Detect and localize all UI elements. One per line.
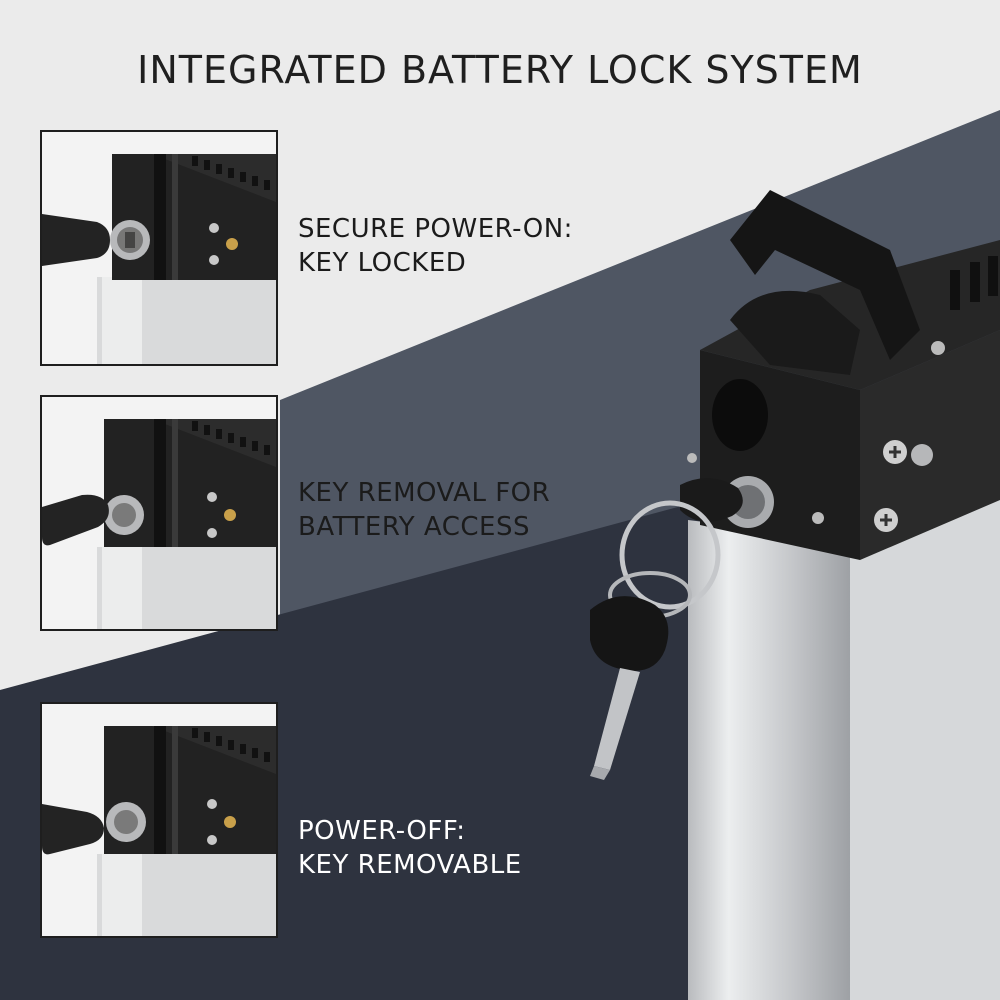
step-caption-key-removable: POWER-OFF: KEY REMOVABLE: [298, 814, 522, 882]
battery-with-key-icon: [590, 190, 1000, 1000]
step-image-key-removable: [40, 702, 278, 938]
step-caption-line: KEY REMOVAL FOR: [298, 478, 551, 508]
step-caption-line: KEY LOCKED: [298, 248, 467, 278]
step-caption-line: POWER-OFF:: [298, 816, 466, 846]
step-caption-key-locked: SECURE POWER-ON: KEY LOCKED: [298, 212, 573, 280]
step-image-key-removal: [40, 395, 278, 631]
battery-key-locked-icon: [42, 132, 276, 364]
battery-key-removable-icon: [42, 704, 276, 936]
battery-key-removal-icon: [42, 397, 276, 629]
step-caption-line: KEY REMOVABLE: [298, 850, 522, 880]
step-caption-line: BATTERY ACCESS: [298, 512, 530, 542]
page-title: INTEGRATED BATTERY LOCK SYSTEM: [137, 48, 863, 92]
step-caption-key-removal: KEY REMOVAL FOR BATTERY ACCESS: [298, 476, 550, 544]
step-caption-line: SECURE POWER-ON:: [298, 214, 573, 244]
step-image-key-locked: [40, 130, 278, 366]
